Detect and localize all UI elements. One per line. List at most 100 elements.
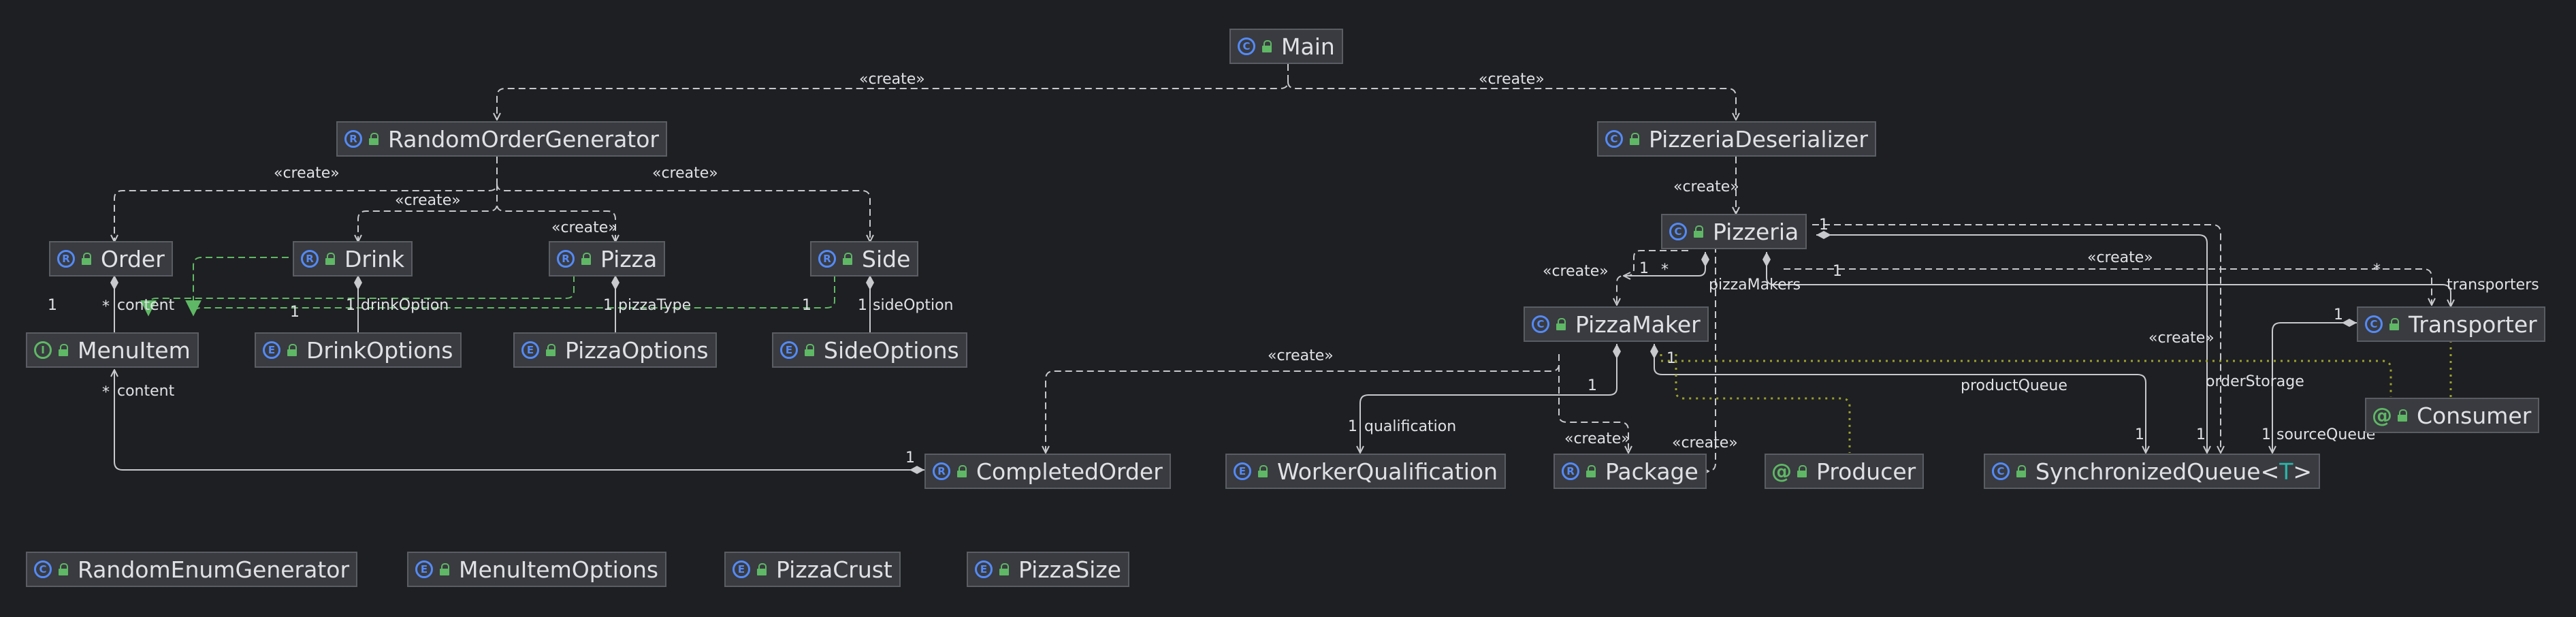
public-lock-icon bbox=[440, 563, 449, 575]
node-random-order-generator-label: RandomOrderGenerator bbox=[388, 125, 659, 153]
enum-icon: E bbox=[975, 560, 993, 578]
node-worker-qualification-label: WorkerQualification bbox=[1277, 458, 1498, 485]
mult-menu-one-a: 1 bbox=[290, 304, 300, 321]
role-product-queue: productQueue bbox=[1961, 377, 2067, 394]
node-side[interactable]: R Side bbox=[810, 241, 919, 276]
class-icon: C bbox=[1238, 37, 1255, 55]
node-synchronized-queue-label: SynchronizedQueue bbox=[2035, 458, 2261, 485]
role-qualification: qualification bbox=[1364, 418, 1457, 435]
public-lock-icon bbox=[82, 253, 91, 265]
mult-menu-content-many: * bbox=[102, 384, 110, 401]
node-pizza-crust[interactable]: E PizzaCrust bbox=[724, 552, 901, 587]
node-producer[interactable]: @ Producer bbox=[1765, 454, 1925, 489]
node-package-label: Package bbox=[1605, 458, 1698, 485]
class-icon: C bbox=[1669, 223, 1687, 240]
node-random-enum-generator[interactable]: C RandomEnumGenerator bbox=[26, 552, 358, 587]
node-pizzeria[interactable]: C Pizzeria bbox=[1661, 214, 1807, 249]
node-side-options[interactable]: E SideOptions bbox=[772, 332, 967, 368]
public-lock-icon bbox=[2398, 409, 2407, 422]
create-label-main-pd: «create» bbox=[1479, 71, 1545, 88]
role-transporters: transporters bbox=[2447, 276, 2539, 294]
class-icon: C bbox=[1605, 130, 1623, 148]
mult-pizza-one: 1 bbox=[603, 297, 613, 314]
annotation-icon: @ bbox=[1771, 459, 1792, 484]
record-icon: R bbox=[557, 250, 575, 268]
node-drink[interactable]: R Drink bbox=[293, 241, 413, 276]
node-main-label: Main bbox=[1281, 33, 1335, 60]
create-label-main-rog: «create» bbox=[859, 71, 925, 88]
create-label-rog-drink: «create» bbox=[395, 192, 461, 209]
node-pizza-options[interactable]: E PizzaOptions bbox=[513, 332, 717, 368]
node-worker-qualification[interactable]: E WorkerQualification bbox=[1225, 454, 1507, 489]
mult-menu-one-b: 1 bbox=[802, 297, 811, 314]
public-lock-icon bbox=[1630, 133, 1639, 145]
mult-pizzeria-one-b: 1 bbox=[1819, 217, 1829, 234]
node-drink-options-label: DrinkOptions bbox=[306, 336, 453, 364]
create-label-sq: «create» bbox=[2148, 330, 2215, 347]
annotation-icon: @ bbox=[2372, 403, 2392, 428]
public-lock-icon bbox=[1694, 225, 1703, 238]
public-lock-icon bbox=[2389, 318, 2399, 330]
mult-sq-one-a: 1 bbox=[2135, 426, 2144, 443]
node-pizza-options-label: PizzaOptions bbox=[565, 336, 709, 364]
public-lock-icon bbox=[59, 563, 68, 575]
node-pizzeria-label: Pizzeria bbox=[1713, 218, 1799, 245]
node-consumer[interactable]: @ Consumer bbox=[2365, 398, 2540, 433]
node-pizza-size[interactable]: E PizzaSize bbox=[967, 552, 1129, 587]
node-synchronized-queue[interactable]: C SynchronizedQueue<T> bbox=[1984, 454, 2321, 489]
record-icon: R bbox=[344, 130, 362, 148]
mult-completed-one: 1 bbox=[905, 449, 915, 466]
public-lock-icon bbox=[325, 253, 335, 265]
public-lock-icon bbox=[1556, 318, 1566, 330]
mult-transporters-many: * bbox=[2373, 262, 2381, 279]
public-lock-icon bbox=[287, 344, 297, 356]
enum-icon: E bbox=[263, 341, 280, 359]
node-menu-item[interactable]: I MenuItem bbox=[26, 332, 199, 368]
record-icon: R bbox=[933, 462, 950, 480]
public-lock-icon bbox=[369, 133, 379, 145]
node-menu-item-options[interactable]: E MenuItemOptions bbox=[407, 552, 667, 587]
record-icon: R bbox=[57, 250, 75, 268]
node-random-order-generator[interactable]: R RandomOrderGenerator bbox=[336, 121, 667, 157]
node-drink-label: Drink bbox=[344, 245, 405, 272]
record-icon: R bbox=[818, 250, 836, 268]
node-transporter[interactable]: C Transporter bbox=[2357, 306, 2545, 342]
public-lock-icon bbox=[757, 563, 767, 575]
public-lock-icon bbox=[2016, 465, 2026, 477]
mult-side-one: 1 bbox=[858, 297, 867, 314]
node-pizza[interactable]: R Pizza bbox=[549, 241, 666, 276]
mult-order-many: * bbox=[102, 298, 110, 315]
node-pizza-size-label: PizzaSize bbox=[1018, 556, 1121, 583]
node-order[interactable]: R Order bbox=[49, 241, 173, 276]
public-lock-icon bbox=[957, 465, 967, 477]
node-order-label: Order bbox=[101, 245, 165, 272]
enum-icon: E bbox=[732, 560, 750, 578]
dependency-edges bbox=[1660, 341, 2452, 453]
node-main[interactable]: C Main bbox=[1229, 29, 1343, 64]
node-drink-options[interactable]: E DrinkOptions bbox=[255, 332, 462, 368]
record-icon: R bbox=[1562, 462, 1579, 480]
interface-icon: I bbox=[34, 341, 52, 359]
public-lock-icon bbox=[999, 563, 1009, 575]
role-source-queue: sourceQueue bbox=[2276, 426, 2376, 443]
public-lock-icon bbox=[805, 344, 814, 356]
node-pizzeria-deserializer[interactable]: C PizzeriaDeserializer bbox=[1597, 121, 1876, 157]
node-menu-item-label: MenuItem bbox=[78, 336, 191, 364]
role-order-storage: orderStorage bbox=[2206, 373, 2304, 390]
node-pizza-maker-label: PizzaMaker bbox=[1575, 311, 1701, 338]
node-completed-order[interactable]: R CompletedOrder bbox=[924, 454, 1171, 489]
type-param-close: > bbox=[2293, 458, 2313, 485]
role-pizza-makers: pizzaMakers bbox=[1709, 276, 1801, 294]
implements-edges bbox=[148, 257, 835, 315]
create-label-pd-pizzeria: «create» bbox=[1673, 178, 1739, 195]
node-pizza-maker[interactable]: C PizzaMaker bbox=[1524, 306, 1709, 342]
public-lock-icon bbox=[1797, 465, 1807, 477]
class-icon: C bbox=[2365, 315, 2383, 333]
type-param-open: < bbox=[2260, 458, 2280, 485]
node-package[interactable]: R Package bbox=[1553, 454, 1707, 489]
role-content-completed: content bbox=[117, 383, 175, 400]
create-label-pizzeria-transporter: «create» bbox=[2087, 249, 2153, 266]
create-label-pizzeria-pm: «create» bbox=[1543, 263, 1609, 280]
record-icon: R bbox=[301, 250, 319, 268]
